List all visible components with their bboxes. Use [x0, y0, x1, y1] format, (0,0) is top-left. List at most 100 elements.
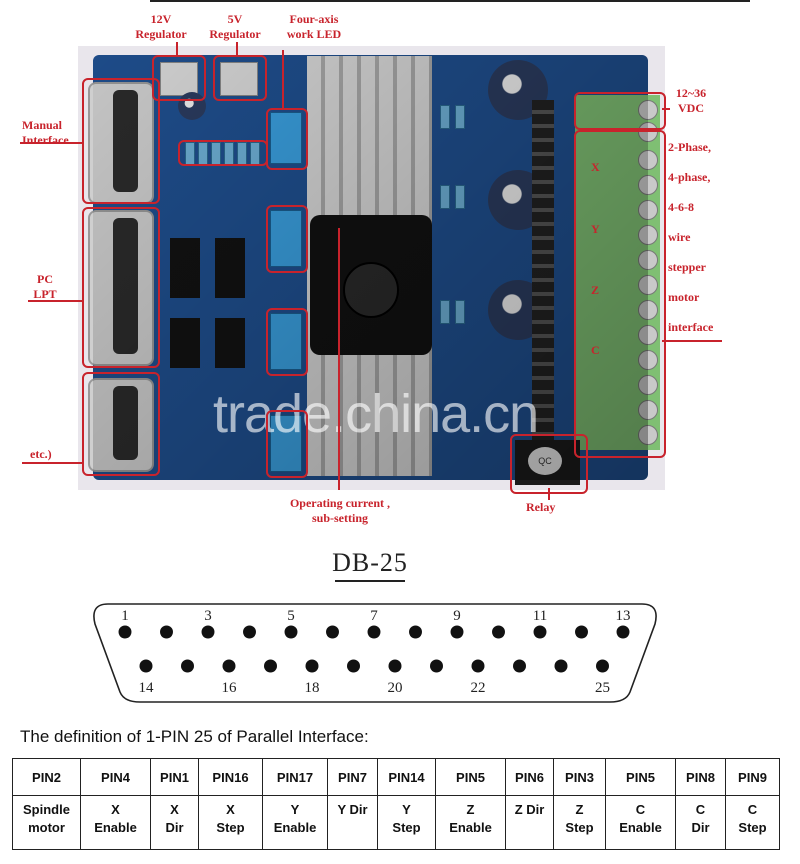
- table-header-row: PIN2 PIN4 PIN1 PIN16 PIN17 PIN7 PIN14 PI…: [12, 758, 780, 796]
- db25-pin-label: 20: [388, 680, 403, 696]
- ic-chip: [215, 318, 245, 368]
- label-12-36-vdc: 12~36 VDC: [675, 86, 707, 115]
- db25-pin-label: 11: [533, 608, 547, 624]
- table-header-cell: PIN8: [675, 758, 726, 796]
- dip-switch: [270, 112, 302, 164]
- current-dip-highlight: [266, 410, 308, 478]
- table-header-cell: PIN4: [80, 758, 151, 796]
- vdc-highlight: [574, 92, 666, 130]
- label-motor-line-1: 2-Phase,: [668, 140, 711, 154]
- table-header-cell: PIN5: [435, 758, 506, 796]
- db25-pin-label: 5: [287, 608, 295, 624]
- db25-pin-label: 16: [222, 680, 238, 696]
- db25-pin-label: 1: [121, 608, 129, 624]
- db25-pin: [513, 659, 526, 673]
- db25-pin-label: 22: [471, 680, 486, 696]
- db25-pin: [450, 625, 464, 639]
- label-motor-line-6: motor: [668, 290, 700, 304]
- motor-terminal-highlight: [574, 130, 666, 458]
- current-dip-highlight: [266, 308, 308, 376]
- db25-pin-label: 9: [453, 608, 461, 624]
- db25-pin: [201, 625, 215, 639]
- db25-pin-label: 14: [139, 680, 155, 696]
- axis-label-x: X: [591, 160, 600, 174]
- ic-chip: [170, 238, 200, 298]
- led-highlight: [178, 140, 268, 166]
- ic-chip: [170, 318, 200, 368]
- table-header-cell: PIN5: [605, 758, 676, 796]
- led-dip-highlight: [266, 108, 308, 170]
- db25-pin: [409, 625, 422, 639]
- label-manual-interface: Manual Interface: [22, 118, 69, 147]
- db25-pin: [616, 625, 630, 639]
- dip-switch: [270, 313, 302, 370]
- regulator-12v: [160, 62, 198, 96]
- label-motor-line-2: 4-phase,: [668, 170, 711, 184]
- db25-pin: [181, 659, 194, 673]
- label-etc: etc.): [30, 447, 52, 461]
- pc-lpt-highlight: [82, 207, 160, 368]
- db25-pin: [118, 625, 132, 639]
- label-motor-line-5: stepper: [668, 260, 706, 274]
- table-header-cell: PIN17: [262, 758, 328, 796]
- db25-pin: [284, 625, 298, 639]
- ic-chip: [215, 238, 245, 298]
- table-header-cell: PIN3: [553, 758, 606, 796]
- db25-pin-label: 18: [305, 680, 320, 696]
- table-header-cell: PIN1: [150, 758, 199, 796]
- db25-pin-label: 25: [595, 680, 610, 696]
- table-header-cell: PIN7: [327, 758, 378, 796]
- db25-pin-label: 13: [616, 608, 631, 624]
- pin-header: [532, 100, 554, 450]
- db25-shell-outline: [93, 603, 657, 703]
- db25-pin: [160, 625, 173, 639]
- db25-pin: [430, 659, 443, 673]
- db25-pin: [471, 659, 485, 673]
- db25-pin: [575, 625, 588, 639]
- pin-definition-table: PIN2 PIN4 PIN1 PIN16 PIN17 PIN7 PIN14 PI…: [12, 758, 780, 850]
- label-motor-line-4: wire: [668, 230, 691, 244]
- label-motor-line-7: interface: [668, 320, 714, 334]
- table-header-cell: PIN14: [377, 758, 436, 796]
- dip-switch: [270, 210, 302, 267]
- db25-pin: [533, 625, 547, 639]
- label-12v-regulator: 12V Regulator: [135, 12, 187, 41]
- label-5v-regulator: 5V Regulator: [209, 12, 261, 41]
- db25-pin: [596, 659, 609, 673]
- db25-pin-label: 3: [204, 608, 212, 624]
- db25-pin: [243, 625, 256, 639]
- db25-pin: [326, 625, 339, 639]
- relay-highlight: [510, 434, 588, 494]
- db25-pin: [554, 659, 568, 673]
- table-header-cell: PIN2: [12, 758, 81, 796]
- relay-chip-label: QC: [528, 447, 562, 475]
- table-cell: Z Dir: [505, 795, 554, 850]
- label-motor-line-3: 4-6-8: [668, 200, 694, 214]
- regulator-5v-highlight: [213, 55, 267, 101]
- db25-pin: [222, 659, 236, 673]
- table-header-cell: PIN6: [505, 758, 554, 796]
- table-header-cell: PIN9: [725, 758, 780, 796]
- db25-pin: [139, 659, 153, 673]
- label-four-axis-led: Four-axis work LED: [286, 12, 342, 41]
- db25-title-underline: [335, 580, 405, 582]
- extra-connector-highlight: [82, 372, 160, 476]
- label-pc-lpt: PC LPT: [33, 272, 57, 301]
- regulator-5v: [220, 62, 258, 96]
- table-header-cell: PIN16: [198, 758, 263, 796]
- label-operating-current: Operating current , sub-setting: [289, 496, 391, 525]
- db25-pin: [305, 659, 319, 673]
- watermark: trade.china.cn: [213, 384, 539, 444]
- db25-pin: [264, 659, 277, 673]
- axis-label-y: Y: [591, 222, 600, 236]
- current-dip-highlight: [266, 205, 308, 273]
- table-cell: Y Dir: [327, 795, 378, 850]
